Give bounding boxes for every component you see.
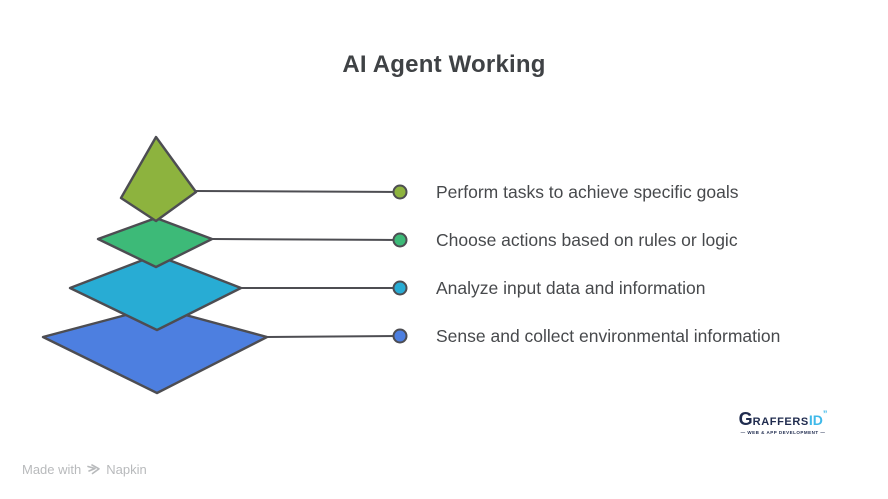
legend-dots: [392, 184, 408, 344]
legend-label-analyze: Analyze input data and information: [436, 278, 706, 298]
legend-dot-perform: [392, 184, 408, 200]
connector-line-sense: [266, 335, 401, 338]
pyramid-layer-choose: [96, 216, 214, 269]
legend-dot-analyze: [392, 280, 408, 296]
made-with-text: Made with: [22, 462, 82, 477]
logo-tagline: — WEB & APP DEVELOPMENT —: [740, 430, 826, 435]
graffersid-wordmark: GRAFFERSID”: [738, 410, 828, 429]
legend-label-choose: Choose actions based on rules or logic: [436, 230, 738, 250]
connector-line-perform: [194, 190, 401, 193]
page-title: AI Agent Working: [342, 51, 546, 78]
logo-trademark: ”: [822, 409, 828, 419]
legend-label-sense: Sense and collect environmental informat…: [436, 326, 781, 346]
logo-text-id: ID: [808, 412, 823, 428]
pyramid-layers: [41, 135, 269, 395]
logo-text-raffers: RAFFERS: [752, 416, 809, 428]
napkin-logo-icon: [87, 464, 101, 475]
pyramid-layer-sense: [41, 305, 269, 395]
legend-label-perform: Perform tasks to achieve specific goals: [436, 182, 739, 202]
legend-dot-sense: [392, 328, 408, 344]
pyramid-layer-analyze: [68, 253, 243, 332]
pyramid-layer-perform: [119, 135, 198, 223]
connector-lines: [194, 190, 401, 338]
napkin-brand-text: Napkin: [106, 462, 147, 477]
connector-line-choose: [211, 238, 401, 241]
legend-dot-choose: [392, 232, 408, 248]
graffersid-logo: GRAFFERSID” — WEB & APP DEVELOPMENT —: [738, 410, 828, 436]
logo-letter-g: G: [738, 409, 753, 429]
made-with-napkin: Made with Napkin: [22, 462, 147, 477]
